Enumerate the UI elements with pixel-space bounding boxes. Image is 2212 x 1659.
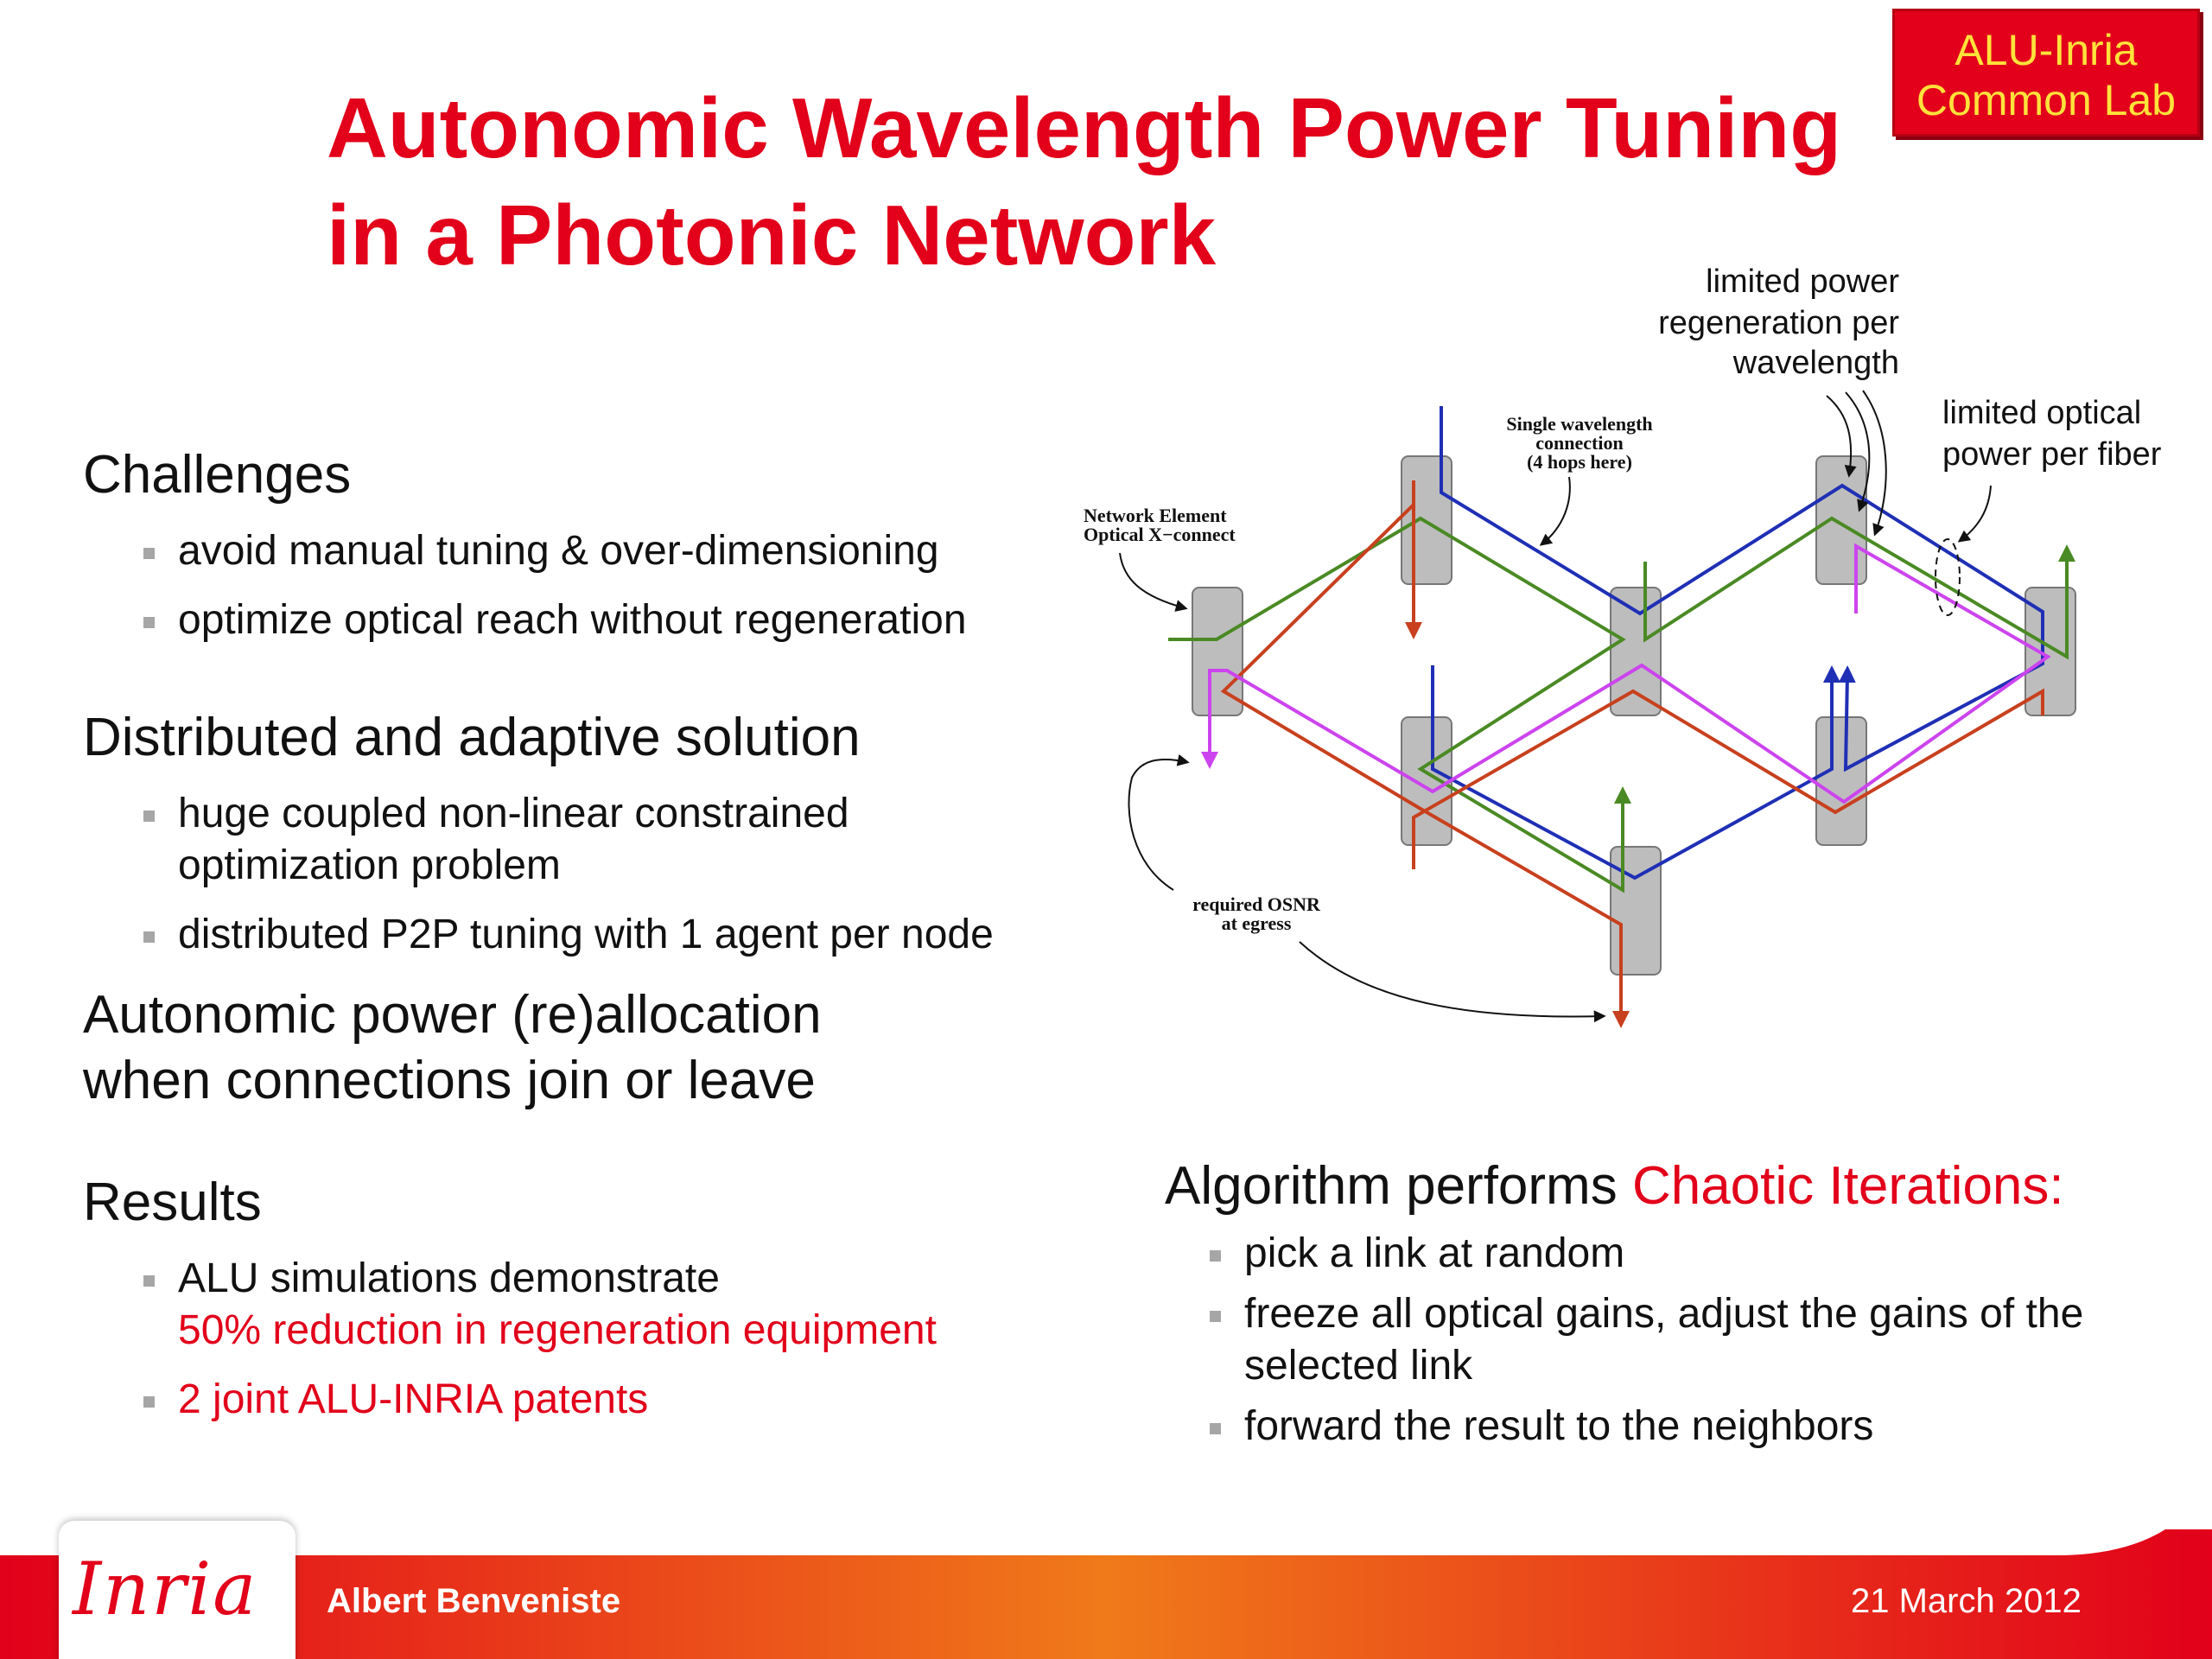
lab-badge-line2: Common Lab	[1916, 76, 2177, 124]
slide-title: Autonomic Wavelength Power Tuning in a P…	[327, 74, 1882, 289]
label-power-regen-2: regeneration per	[1658, 305, 1899, 341]
slide-title-line1: Autonomic Wavelength Power Tuning	[327, 80, 1842, 175]
section-challenges: Challenges avoid manual tuning & over-di…	[83, 442, 1103, 646]
blue-connection	[1431, 406, 2044, 880]
footer-band	[0, 1529, 2212, 1659]
autonomic-line1: Autonomic power (re)allocation	[83, 985, 822, 1045]
list-item: optimize optical reach without regenerat…	[143, 594, 1103, 646]
node-rect	[1815, 455, 1867, 585]
results-heading: Results	[83, 1173, 262, 1232]
list-item: freeze all optical gains, adjust the gai…	[1210, 1288, 2184, 1392]
list-item: pick a link at random	[1210, 1228, 2184, 1280]
list-item: 2 joint ALU-INRIA patents	[143, 1374, 1103, 1426]
sans-labels: limited power regeneration per wavelengt…	[1658, 264, 2162, 473]
list-item: forward the result to the neighbors	[1210, 1401, 2184, 1452]
label-network-element-1: Network Element	[1084, 505, 1227, 526]
section-autonomic: Autonomic power (re)allocation when conn…	[83, 982, 1085, 1114]
lab-badge-line1: ALU-Inria	[1955, 26, 2138, 74]
label-single-wl-2: connection	[1535, 432, 1623, 454]
label-optical-power-1: limited optical	[1942, 395, 2141, 431]
section-solution: Distributed and adaptive solution huge c…	[83, 705, 1085, 961]
label-power-regen-1: limited power	[1706, 264, 1899, 300]
algorithm-heading-highlight: Chaotic Iterations:	[1631, 1156, 2064, 1216]
annotation-arrows	[1119, 390, 1992, 1023]
photonic-network-diagram: limited power regeneration per wavelengt…	[1084, 264, 2162, 1028]
list-item: huge coupled non-linear constrained opti…	[143, 788, 956, 892]
solution-heading: Distributed and adaptive solution	[83, 708, 861, 767]
node-rect	[2024, 587, 2076, 716]
slide-title-line2: in a Photonic Network	[327, 188, 1217, 283]
red-connection	[1220, 480, 2044, 1028]
presentation-date: 21 March 2012	[1851, 1582, 2082, 1620]
algorithm-heading: Algorithm performs Chaotic Iterations:	[1165, 1154, 2184, 1219]
challenges-bullets: avoid manual tuning & over-dimensioning …	[143, 525, 1103, 646]
results-bullet1-text: ALU simulations demonstrate	[178, 1255, 720, 1301]
label-single-wl-3: (4 hops here)	[1527, 451, 1632, 473]
serif-labels: Single wavelength connection (4 hops her…	[1084, 413, 1653, 934]
label-osnr-2: at egress	[1222, 912, 1292, 934]
list-item: distributed P2P tuning with 1 agent per …	[143, 909, 1059, 961]
lab-badge: ALU-Inria Common Lab	[1892, 9, 2200, 137]
label-network-element-2: Optical X−connect	[1084, 524, 1236, 545]
green-connection	[1168, 516, 2075, 893]
algorithm-bullets: pick a link at random freeze all optical…	[1210, 1228, 2184, 1452]
fiber-ellipse	[1935, 538, 1961, 616]
algorithm-heading-text: Algorithm performs	[1165, 1156, 1632, 1216]
results-bullet1-highlight: 50% reduction in regeneration equipment	[178, 1307, 937, 1353]
node-rect	[1401, 716, 1452, 846]
magenta-connection	[1201, 543, 2051, 804]
solution-bullets: huge coupled non-linear constrained opti…	[143, 788, 1059, 961]
list-item: ALU simulations demonstrate 50% reductio…	[143, 1253, 1103, 1357]
challenges-heading: Challenges	[83, 445, 352, 505]
section-results: Results ALU simulations demonstrate 50% …	[83, 1170, 1103, 1426]
label-power-regen-3: wavelength	[1732, 345, 1899, 381]
node-rect	[1610, 587, 1662, 716]
label-optical-power-2: power per fiber	[1942, 436, 2162, 473]
logo-tab	[59, 1521, 296, 1659]
results-bullets: ALU simulations demonstrate 50% reductio…	[143, 1253, 1103, 1426]
label-osnr-1: required OSNR	[1192, 893, 1321, 915]
autonomic-line2: when connections join or leave	[83, 1051, 816, 1110]
list-item: avoid manual tuning & over-dimensioning	[143, 525, 1103, 577]
section-algorithm: Algorithm performs Chaotic Iterations: p…	[1165, 1154, 2184, 1452]
presenter-name: Albert Benveniste	[327, 1582, 621, 1620]
label-single-wl-1: Single wavelength	[1506, 413, 1652, 435]
inria-logo: Inria	[73, 1547, 258, 1631]
node-rect	[1815, 716, 1867, 846]
